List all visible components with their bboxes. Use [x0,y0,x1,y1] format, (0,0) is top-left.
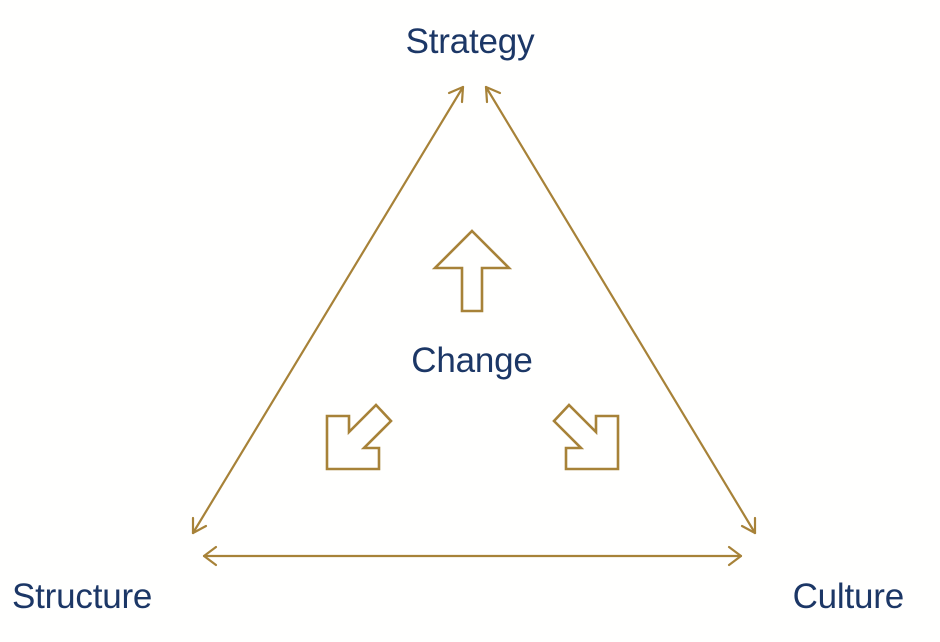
node-label-change: Change [411,341,533,380]
block-arrow-down-right-icon [552,403,620,471]
arrowhead-structure-top [191,516,208,535]
arrowhead-culture-side [727,545,743,567]
arrowhead-structure-side [202,545,218,567]
node-label-culture: Culture [792,577,905,616]
arrowhead-strategy-left [447,85,465,104]
edge-strategy-structure [191,85,465,535]
node-label-structure: Structure [12,577,153,616]
node-label-strategy: Strategy [405,22,535,61]
edge-structure-culture [202,545,743,567]
arrowhead-strategy-right [484,85,502,104]
edge-strategy-culture [484,85,757,535]
block-arrow-up-icon [431,229,513,313]
arrowhead-culture-top [740,516,757,535]
block-arrow-down-left-icon [325,403,393,471]
